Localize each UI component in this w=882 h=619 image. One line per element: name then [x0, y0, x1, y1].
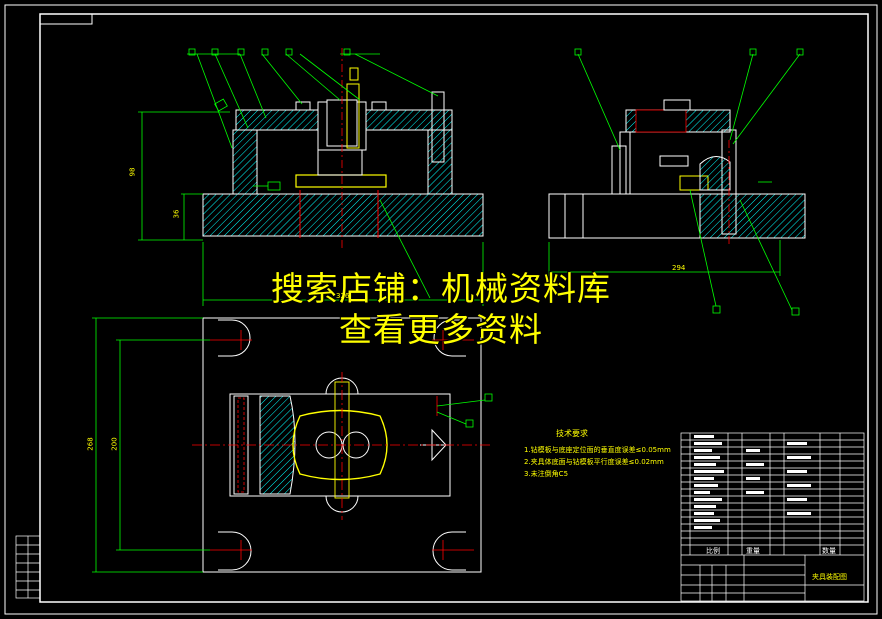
parts-list-entries [694, 435, 811, 529]
dim-plan-inner: 200 [110, 437, 119, 451]
title-cell-scale: 比例 [706, 547, 720, 555]
sheet-outer-border [4, 4, 878, 615]
tech-requirement-item: 1.钻模板与底座定位面的垂直度误差≤0.05mm [524, 446, 671, 454]
sheet-inner-border [39, 13, 869, 603]
front-section-view [202, 48, 484, 250]
dim-front-base: 36 [172, 209, 181, 219]
side-leader-balloons [574, 48, 804, 316]
title-cell-weight: 重量 [746, 547, 760, 555]
watermark-line-1: 搜索店铺：机械资料库 [271, 269, 611, 308]
side-leaders [548, 53, 801, 311]
watermark-line-2: 查看更多资料 [339, 310, 543, 349]
tech-requirements-title: 技术要求 [556, 429, 588, 438]
front-leaders [187, 53, 439, 299]
dim-front-height: 98 [128, 167, 137, 177]
drawing-title: 夹具装配图 [812, 573, 847, 581]
plan-dimensions [92, 317, 493, 573]
front-leader-balloons [188, 48, 351, 112]
title-cell-qty: 数量 [822, 547, 836, 555]
top-left-tag [39, 13, 93, 25]
dim-plan-outer: 268 [86, 437, 95, 451]
dim-front-width: 326 [336, 292, 350, 300]
side-section-view [548, 99, 806, 245]
tech-requirement-item: 2.夹具体底面与钻模板平行度误差≤0.02mm [524, 458, 664, 466]
left-margin-strip [15, 535, 41, 599]
dim-side-width: 294 [672, 264, 686, 272]
front-dimensions [138, 111, 484, 306]
plan-view [192, 317, 492, 573]
tech-requirement-item: 3.未注倒角C5 [524, 470, 569, 478]
parts-list [680, 432, 865, 602]
